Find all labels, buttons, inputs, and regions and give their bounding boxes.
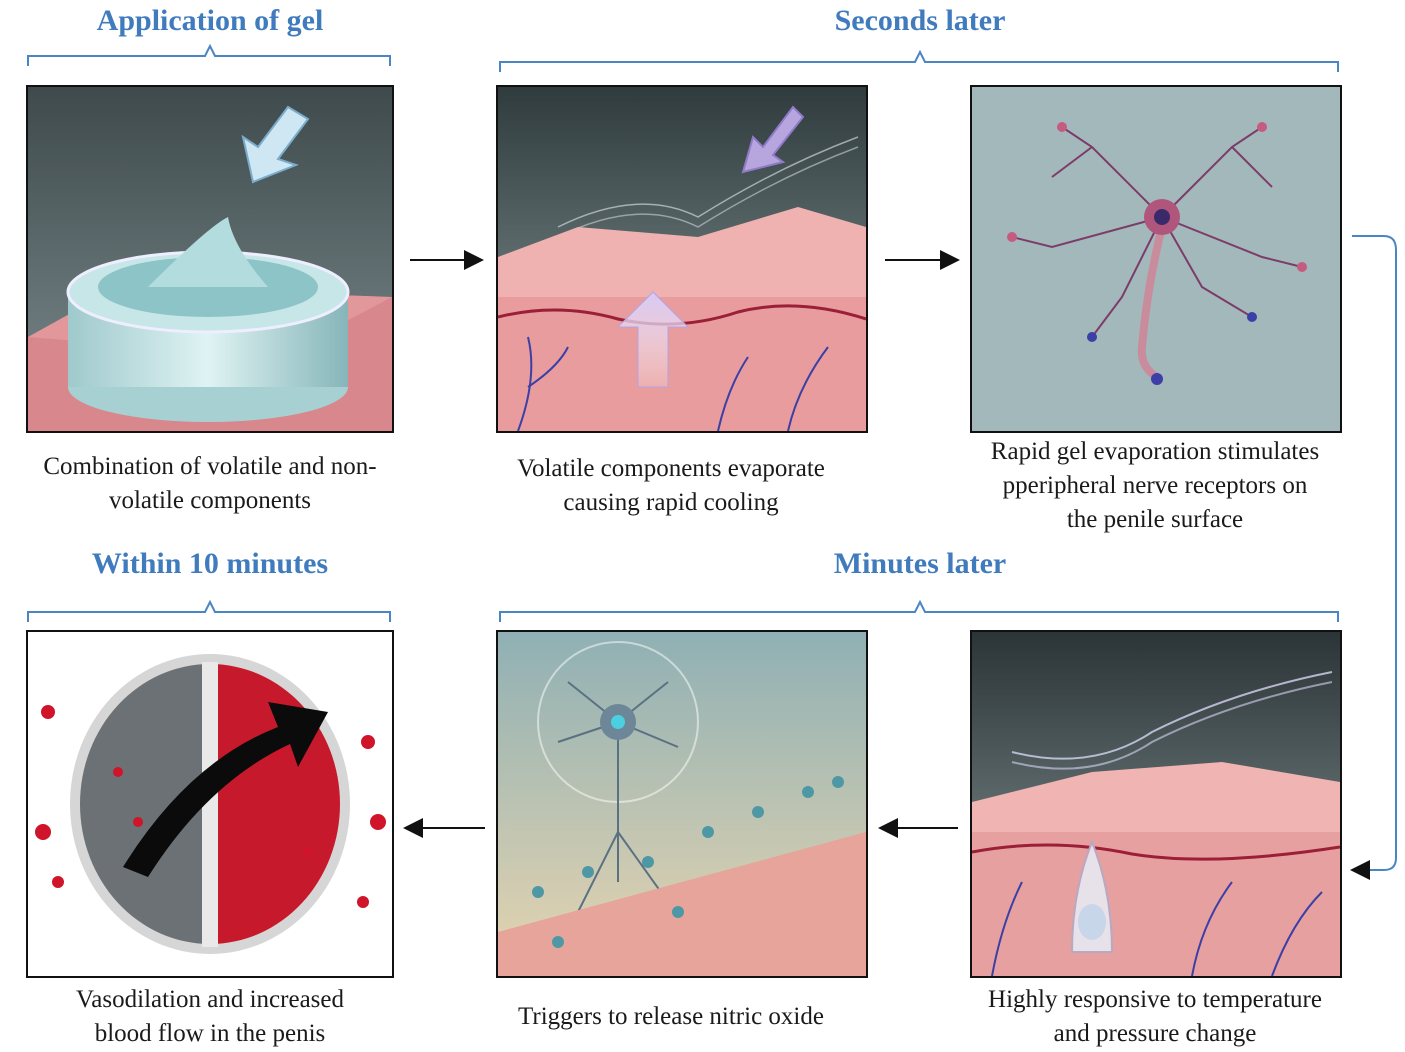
panel-nerve-receptor-image (970, 85, 1342, 433)
bracket-seconds-later (500, 52, 1338, 72)
stage-title-application: Application of gel (28, 4, 392, 38)
caption-line: Volatile components evaporate (466, 452, 876, 486)
bracket-connector-right (1352, 236, 1396, 870)
stage-title-seconds-later: Seconds later (500, 4, 1340, 38)
caption-line: Rapid gel evaporation stimulates (940, 435, 1370, 469)
caption-vasodilation: Vasodilation and increased blood flow in… (0, 983, 420, 1051)
caption-line: Vasodilation and increased (0, 983, 420, 1017)
caption-line: pperipheral nerve receptors on (940, 469, 1370, 503)
caption-line: Triggers to release nitric oxide (466, 1000, 876, 1034)
caption-line: blood flow in the penis (0, 1017, 420, 1051)
bracket-within-10-minutes (28, 602, 390, 622)
caption-line: the penile surface (940, 503, 1370, 537)
caption-evaporation: Volatile components evaporate causing ra… (466, 452, 876, 520)
caption-line: and pressure change (940, 1017, 1370, 1051)
caption-temperature-pressure: Highly responsive to temperature and pre… (940, 983, 1370, 1051)
caption-nitric-oxide: Triggers to release nitric oxide (466, 1000, 876, 1034)
caption-line: Combination of volatile and non- (0, 450, 420, 484)
panel-vasodilation-image (26, 630, 394, 978)
stage-title-minutes-later: Minutes later (500, 547, 1340, 581)
stage-title-within-10-minutes: Within 10 minutes (28, 547, 392, 581)
panel-nitric-oxide-image (496, 630, 868, 978)
panel-temperature-pressure-image (970, 630, 1342, 978)
caption-nerve-receptors: Rapid gel evaporation stimulates pperiph… (940, 435, 1370, 537)
caption-line: causing rapid cooling (466, 486, 876, 520)
caption-gel-components: Combination of volatile and non- volatil… (0, 450, 420, 518)
caption-line: Highly responsive to temperature (940, 983, 1370, 1017)
bracket-application (28, 46, 390, 66)
caption-line: volatile components (0, 484, 420, 518)
panel-evaporation-image (496, 85, 868, 433)
bracket-minutes-later (500, 602, 1338, 622)
panel-gel-application-image (26, 85, 394, 433)
